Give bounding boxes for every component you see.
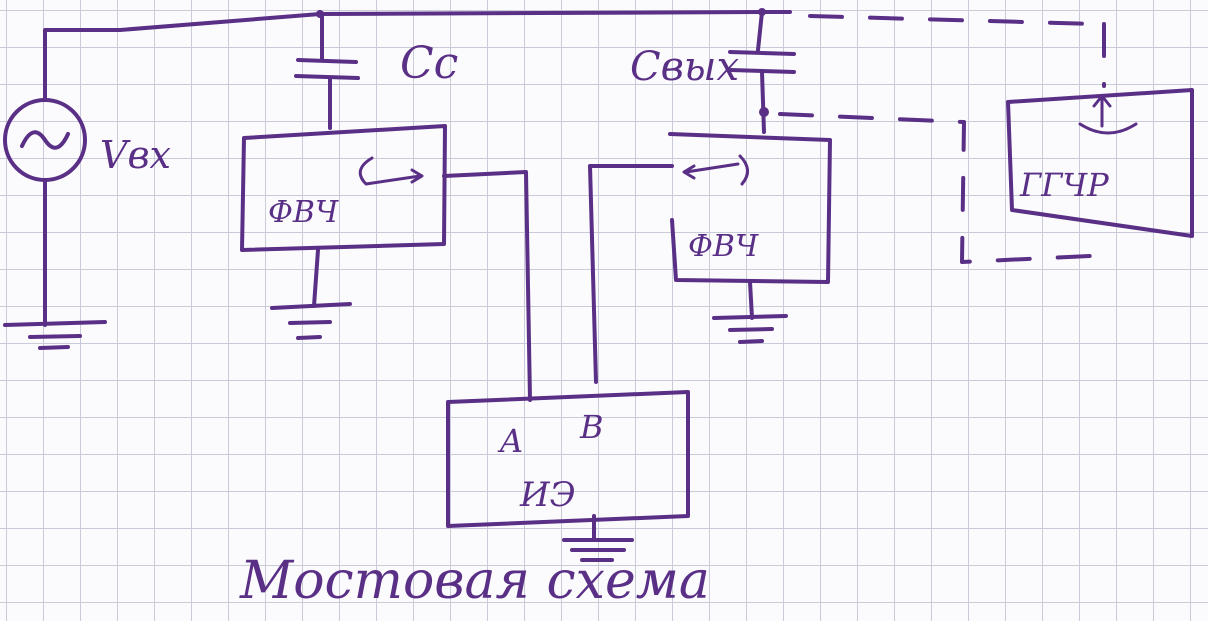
cap-out-lead-top <box>756 10 764 52</box>
block-ie-outline <box>446 390 690 528</box>
cap-out-lead-bottom <box>760 70 766 134</box>
port-a-label: A <box>497 422 523 460</box>
generator-dashed-feed <box>778 112 1094 264</box>
generator-label: ГГЧР <box>1019 166 1109 204</box>
source-label: Vвх <box>100 133 171 177</box>
generator-outline <box>1006 88 1194 238</box>
block-left-outline <box>240 124 447 252</box>
diagram-caption: Мостовая схема <box>239 551 710 611</box>
block-left-ground-icon <box>270 302 352 340</box>
junction-dot-cout <box>759 107 769 117</box>
block-right-ground-wire <box>748 280 754 320</box>
block-right-arrow-icon <box>682 154 749 186</box>
capacitor-cc <box>294 58 360 80</box>
block-left-arrow-icon <box>358 156 424 186</box>
ac-wave-icon <box>20 130 70 150</box>
block-ie-ground-icon <box>562 538 634 562</box>
port-b-label: B <box>579 408 604 446</box>
block-right-outline <box>668 132 832 284</box>
block-right-ground-icon <box>712 314 788 344</box>
generator-arrow-icon <box>1078 94 1138 135</box>
top-dashed-wire <box>808 14 1097 26</box>
block-ie-label: ИЭ <box>519 475 576 515</box>
top-bus-wire <box>43 10 792 102</box>
cap-c-label: Cc <box>400 38 458 89</box>
source-ground-icon <box>3 320 107 350</box>
wire-left-to-a <box>442 170 532 402</box>
block-left-label: ФВЧ <box>268 195 339 230</box>
block-right-label: ФВЧ <box>688 229 759 264</box>
block-left-ground-wire <box>312 248 320 308</box>
wire-right-to-b <box>588 164 674 384</box>
capacitor-cout <box>728 50 796 74</box>
cap-out-label: Cвых <box>630 44 739 90</box>
